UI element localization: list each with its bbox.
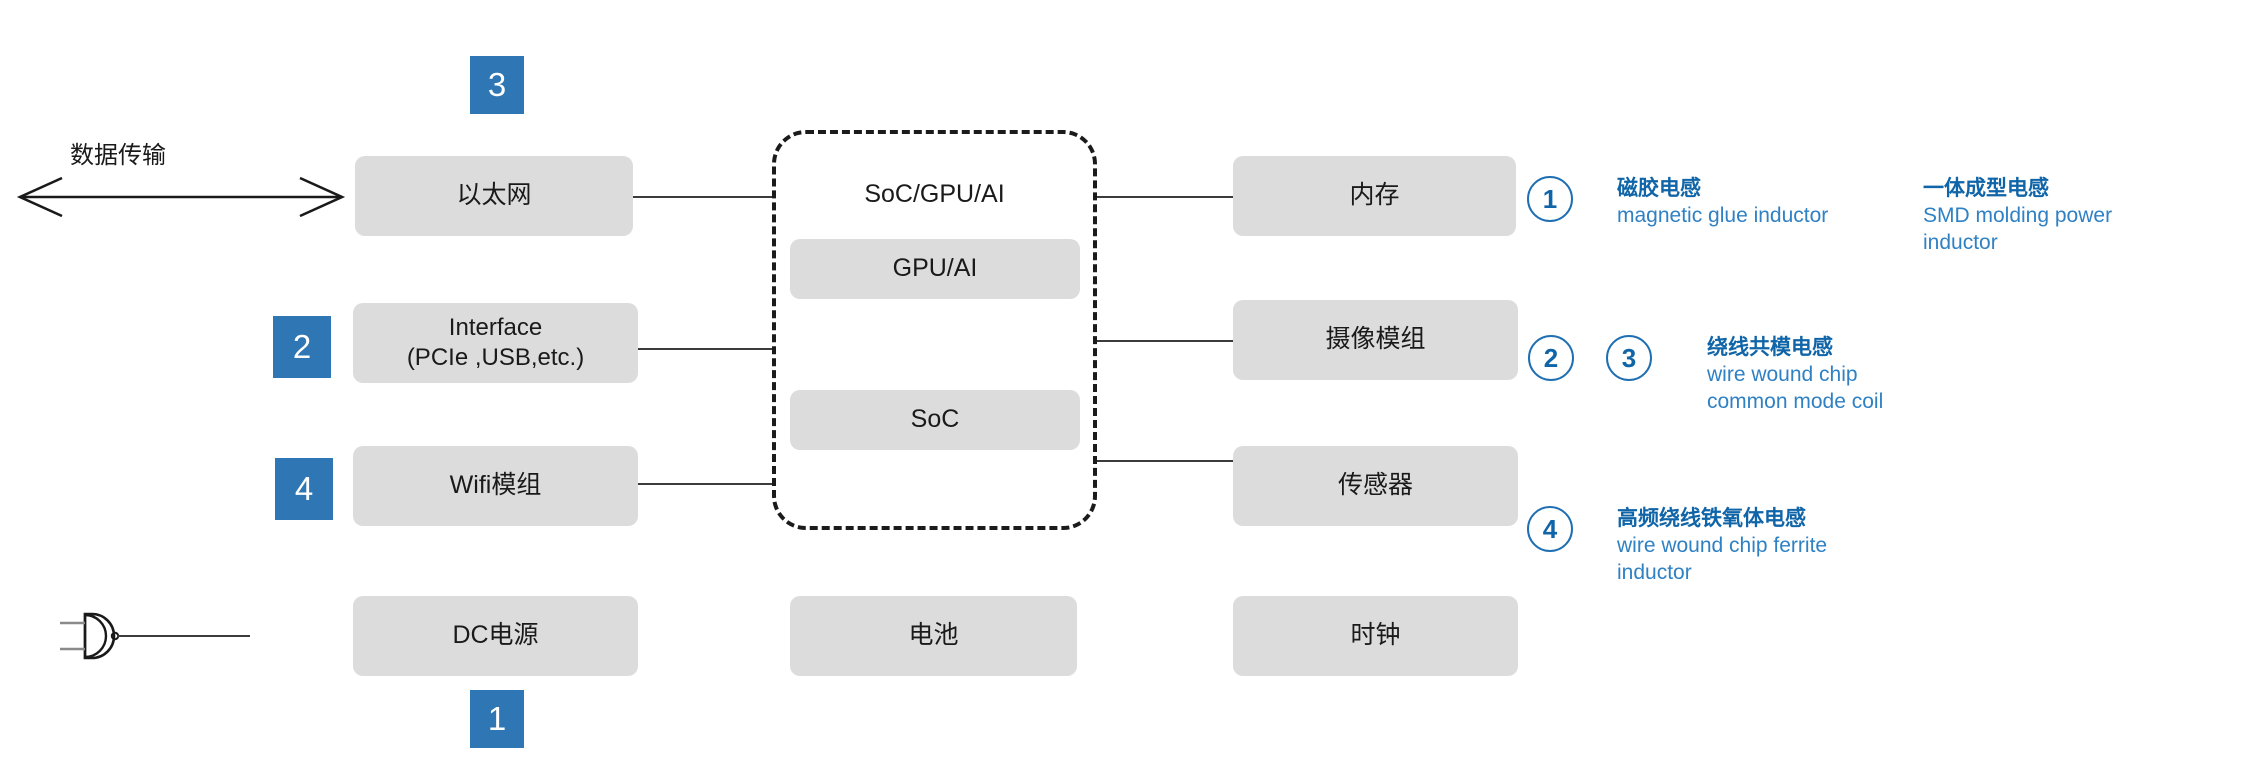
legend-entry-1: 磁胶电感 magnetic glue inductor [1617, 176, 1828, 230]
legend-entry-3-zh: 高频绕线铁氧体电感 [1617, 507, 1806, 530]
legend-entry-1-en: magnetic glue inductor [1617, 203, 1829, 227]
box-interface-line1: Interface [448, 314, 543, 341]
badge-3-ethernet: 3 [470, 56, 524, 114]
legend-entry-extra-zh: 一体成型电感 [1923, 177, 2049, 200]
legend-entry-extra-en-line1: SMD molding power [1923, 203, 2113, 227]
legend-badge-4: 4 [1527, 506, 1573, 552]
soc-gpu-ai-group-title: SoC/GPU/AI [864, 180, 1005, 208]
legend-entry-extra-en-line2: inductor [1923, 230, 1998, 254]
connector-soc-to-camera [1095, 340, 1235, 342]
box-soc[interactable]: SoC [790, 390, 1080, 450]
box-battery[interactable]: 电池 [790, 596, 1077, 676]
box-sensor[interactable]: 传感器 [1233, 446, 1518, 526]
box-interface[interactable]: Interface (PCIe ,USB,etc.) [353, 303, 638, 383]
double-headed-arrow-icon [16, 176, 346, 218]
box-ethernet[interactable]: 以太网 [355, 156, 633, 236]
legend-badge-2: 2 [1528, 335, 1574, 381]
legend-entry-2-zh: 绕线共模电感 [1707, 336, 1833, 359]
badge-1-dc-power: 1 [470, 690, 524, 748]
box-gpu-ai[interactable]: GPU/AI [790, 239, 1080, 299]
legend-badge-3: 3 [1606, 335, 1652, 381]
badge-2-interface: 2 [273, 316, 331, 378]
connector-soc-to-memory [1095, 196, 1235, 198]
legend-entry-3-en-line2: inductor [1617, 560, 1692, 584]
connector-soc-to-sensor [1095, 460, 1235, 462]
soc-gpu-ai-group [772, 130, 1097, 530]
data-transfer-label: 数据传输 [70, 142, 166, 169]
box-memory[interactable]: 内存 [1233, 156, 1516, 236]
legend-entry-extra: 一体成型电感 SMD molding power inductor [1923, 176, 2203, 257]
box-camera-module[interactable]: 摄像模组 [1233, 300, 1518, 380]
badge-4-wifi: 4 [275, 458, 333, 520]
power-plug-icon [60, 612, 120, 660]
legend-entry-2-en-line1: wire wound chip [1707, 362, 1858, 386]
legend-entry-2: 绕线共模电感 wire wound chip common mode coil [1707, 335, 1883, 416]
legend-entry-1-zh: 磁胶电感 [1617, 177, 1701, 200]
legend-entry-3: 高频绕线铁氧体电感 wire wound chip ferrite induct… [1617, 506, 1827, 587]
box-clock[interactable]: 时钟 [1233, 596, 1518, 676]
box-interface-line2: (PCIe ,USB,etc.) [406, 344, 585, 371]
box-wifi-module[interactable]: Wifi模组 [353, 446, 638, 526]
legend-entry-2-en-line2: common mode coil [1707, 389, 1884, 413]
legend-badge-1: 1 [1527, 176, 1573, 222]
legend-entry-3-en-line1: wire wound chip ferrite [1617, 533, 1828, 557]
box-dc-power[interactable]: DC电源 [353, 596, 638, 676]
